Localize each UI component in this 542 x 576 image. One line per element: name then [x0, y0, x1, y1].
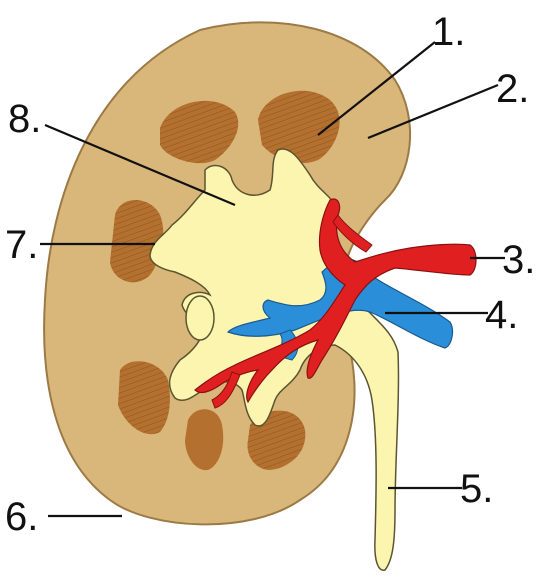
calyx-opening	[186, 296, 214, 340]
label-5: 5.	[460, 467, 493, 511]
label-2: 2.	[496, 67, 529, 111]
label-6: 6.	[5, 495, 38, 539]
label-8: 8.	[8, 97, 41, 141]
label-7: 7.	[5, 223, 38, 267]
label-4: 4.	[485, 293, 518, 337]
label-1: 1.	[432, 10, 465, 54]
label-3: 3.	[502, 238, 535, 282]
